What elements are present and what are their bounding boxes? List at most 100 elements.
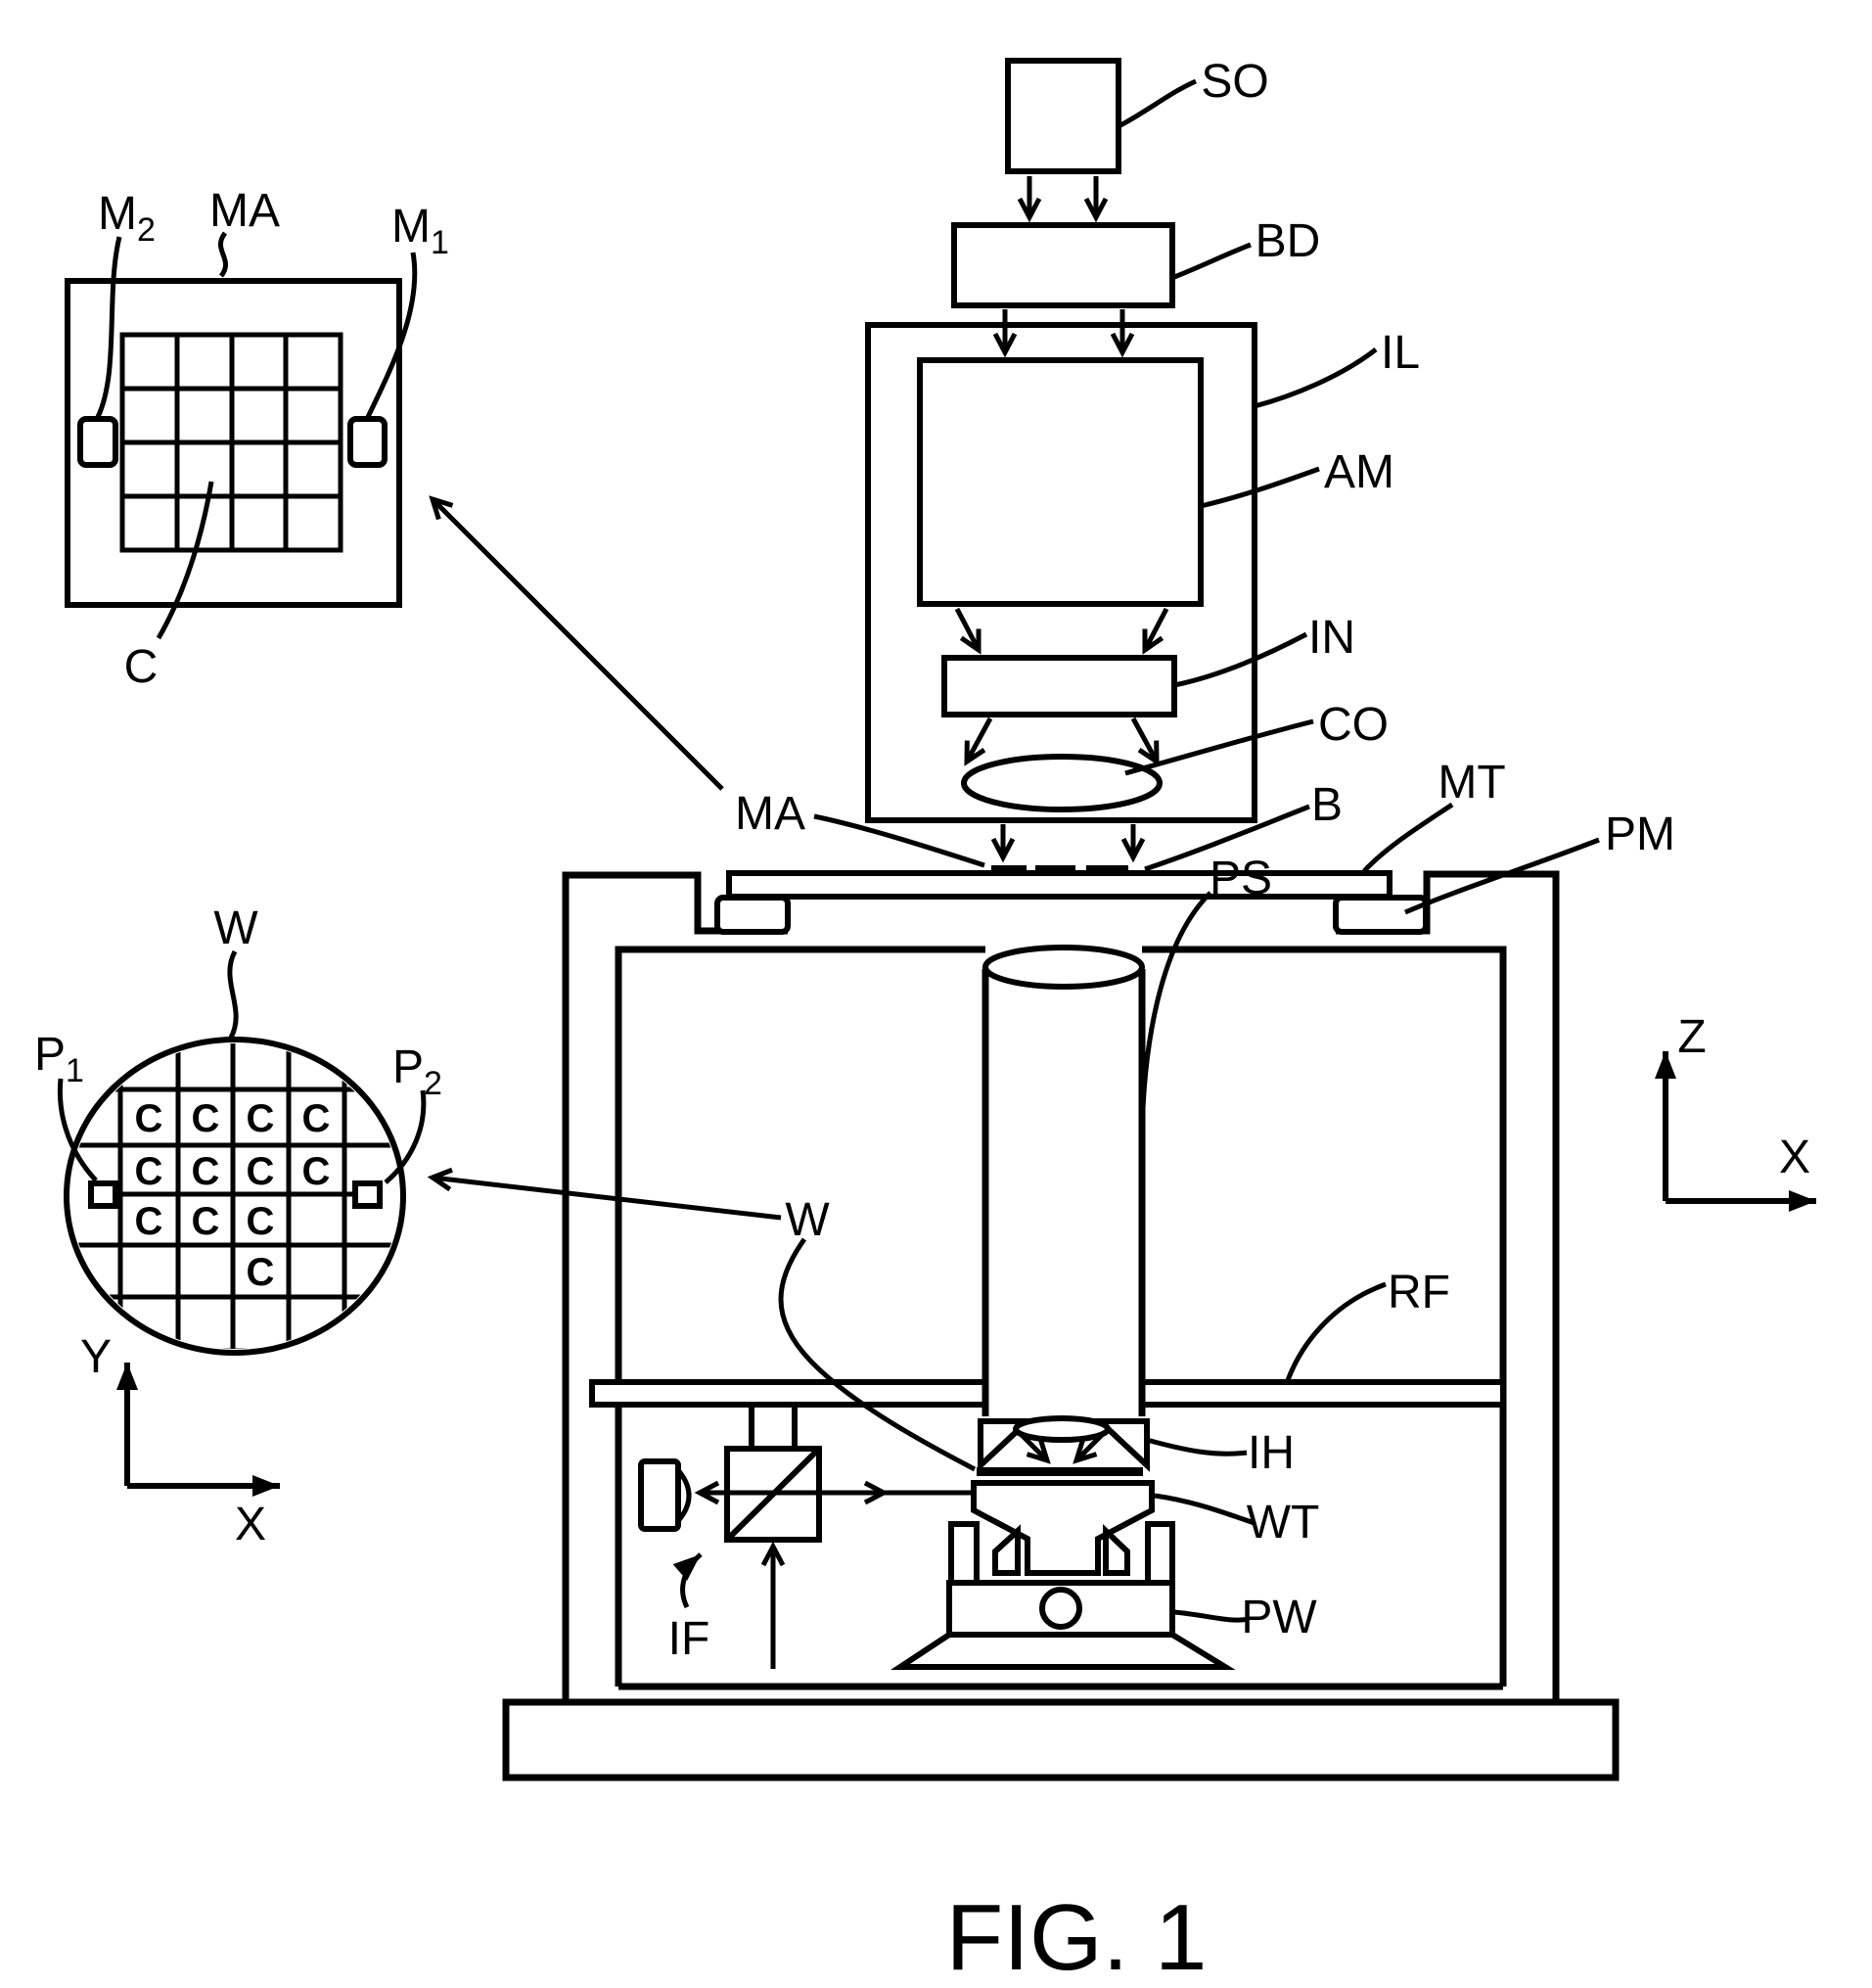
lens-top-ellipse — [982, 945, 1145, 990]
beam-arrow-am-in-right — [1142, 607, 1169, 655]
mask-support-block-left — [714, 895, 791, 935]
positioner-post-right — [1145, 1521, 1175, 1586]
mask-support-block-right — [1333, 895, 1429, 935]
focus-arrow-left — [1020, 1433, 1051, 1464]
il-leader-line — [1254, 347, 1378, 409]
beam-delivery-box — [951, 222, 1175, 308]
immersion-hood-right — [1092, 1418, 1150, 1472]
in-label: IN — [1308, 612, 1355, 664]
m1-leader-line — [365, 252, 418, 419]
w-machine-label: W — [785, 1194, 830, 1246]
positioner-foot — [890, 1632, 1236, 1670]
illuminator-box — [865, 322, 1257, 823]
wafer-x-axis-label: X — [235, 1499, 266, 1550]
ma-inset-label: MA — [209, 185, 280, 237]
pw-label: PW — [1241, 1592, 1317, 1643]
il-label: IL — [1381, 327, 1420, 379]
ma-leader-line — [813, 813, 985, 868]
if-pointer-arrow — [672, 1552, 703, 1609]
mask-pattern-mark-2 — [1035, 865, 1075, 874]
mt-leader-line — [1362, 802, 1454, 873]
mask-mark-m2 — [77, 416, 118, 468]
co-label: CO — [1318, 699, 1389, 751]
die-cell: C — [192, 1097, 220, 1140]
c-label: C — [124, 641, 159, 693]
pm-label: PM — [1605, 809, 1675, 860]
beam-arrow-am-in-left — [954, 607, 982, 655]
reference-frame-bar-right — [1139, 1379, 1506, 1408]
if-detector-lens — [676, 1468, 692, 1523]
positioner-bearing — [1039, 1587, 1082, 1630]
co-leader-line — [1124, 718, 1314, 776]
frame-inner-right — [1142, 946, 1507, 1687]
p1-label: P1 — [34, 1029, 84, 1089]
frame-outer-left — [562, 871, 788, 1702]
pm-leader-line — [1404, 837, 1600, 915]
mask-table-plate — [726, 870, 1393, 900]
wafer-inset — [57, 949, 782, 1497]
rf-leader-line — [1285, 1281, 1387, 1381]
figure-caption: FIG. 1 — [946, 1885, 1208, 1988]
so-label: SO — [1201, 56, 1268, 108]
mask-mark-m1 — [347, 416, 388, 468]
die-cell: C — [302, 1097, 331, 1140]
ps-label: PS — [1210, 853, 1272, 904]
ih-leader-line — [1146, 1437, 1248, 1456]
mask-inset — [65, 231, 724, 791]
am-label: AM — [1324, 446, 1394, 498]
die-cell: C — [135, 1150, 163, 1193]
base-plate — [502, 1698, 1620, 1781]
die-cell: C — [135, 1097, 163, 1140]
reference-frame-bar-left — [589, 1379, 988, 1408]
ps-leader-line — [1139, 891, 1212, 1159]
coordinate-axes — [1655, 1051, 1816, 1212]
if-detector — [638, 1458, 681, 1532]
b-leader-line — [1144, 804, 1310, 872]
radiation-source-box — [1005, 58, 1121, 174]
z-axis-label: Z — [1677, 1011, 1706, 1063]
projection-system — [589, 891, 1506, 1472]
projection-lens-body — [988, 969, 1139, 1416]
c-leader-line — [156, 481, 214, 640]
adjuster-box — [917, 357, 1204, 607]
mask-pattern-mark-1 — [991, 865, 1027, 874]
m2-label: M2 — [98, 188, 156, 249]
die-cell: C — [192, 1200, 220, 1243]
so-leader-line — [1119, 78, 1198, 128]
positioner-bracket-right — [1103, 1523, 1130, 1576]
w-leader-line — [778, 1237, 977, 1472]
condenser-lens — [961, 754, 1163, 812]
w-inset-leader-line — [227, 949, 239, 1040]
m1-label: M1 — [391, 201, 449, 261]
beam-arrow-in-co-right — [1130, 717, 1160, 766]
w-inset-label: W — [213, 902, 258, 954]
mt-label: MT — [1438, 757, 1505, 809]
pw-leader-line — [1173, 1609, 1250, 1623]
frame-inner-left — [615, 946, 985, 1687]
die-cell: C — [247, 1097, 275, 1140]
x-axis-label: X — [1779, 1132, 1810, 1183]
ih-label: IH — [1248, 1427, 1295, 1479]
positioner-bracket-left — [992, 1524, 1021, 1576]
wt-leader-line — [1154, 1493, 1256, 1526]
die-cell: C — [192, 1150, 220, 1193]
mask-pattern-mark-3 — [1086, 865, 1128, 874]
wt-label: WT — [1247, 1497, 1320, 1549]
beam-arrow-in-co-left — [964, 717, 993, 766]
p2-leader-line — [384, 1089, 427, 1184]
in-leader-line — [1173, 631, 1308, 688]
die-cell: C — [247, 1200, 275, 1243]
b-label: B — [1311, 779, 1343, 831]
optical-column — [865, 58, 1378, 872]
bd-leader-line — [1173, 242, 1252, 280]
final-lens-element — [1013, 1415, 1111, 1443]
mask-stage — [714, 802, 1600, 935]
arrow-to-wafer-inset — [427, 1167, 782, 1221]
bd-label: BD — [1256, 215, 1321, 267]
interferometer — [638, 1405, 972, 1669]
wafer-stage — [778, 1237, 1256, 1670]
die-cell: C — [247, 1251, 275, 1294]
wafer-mark-p1 — [88, 1180, 118, 1209]
